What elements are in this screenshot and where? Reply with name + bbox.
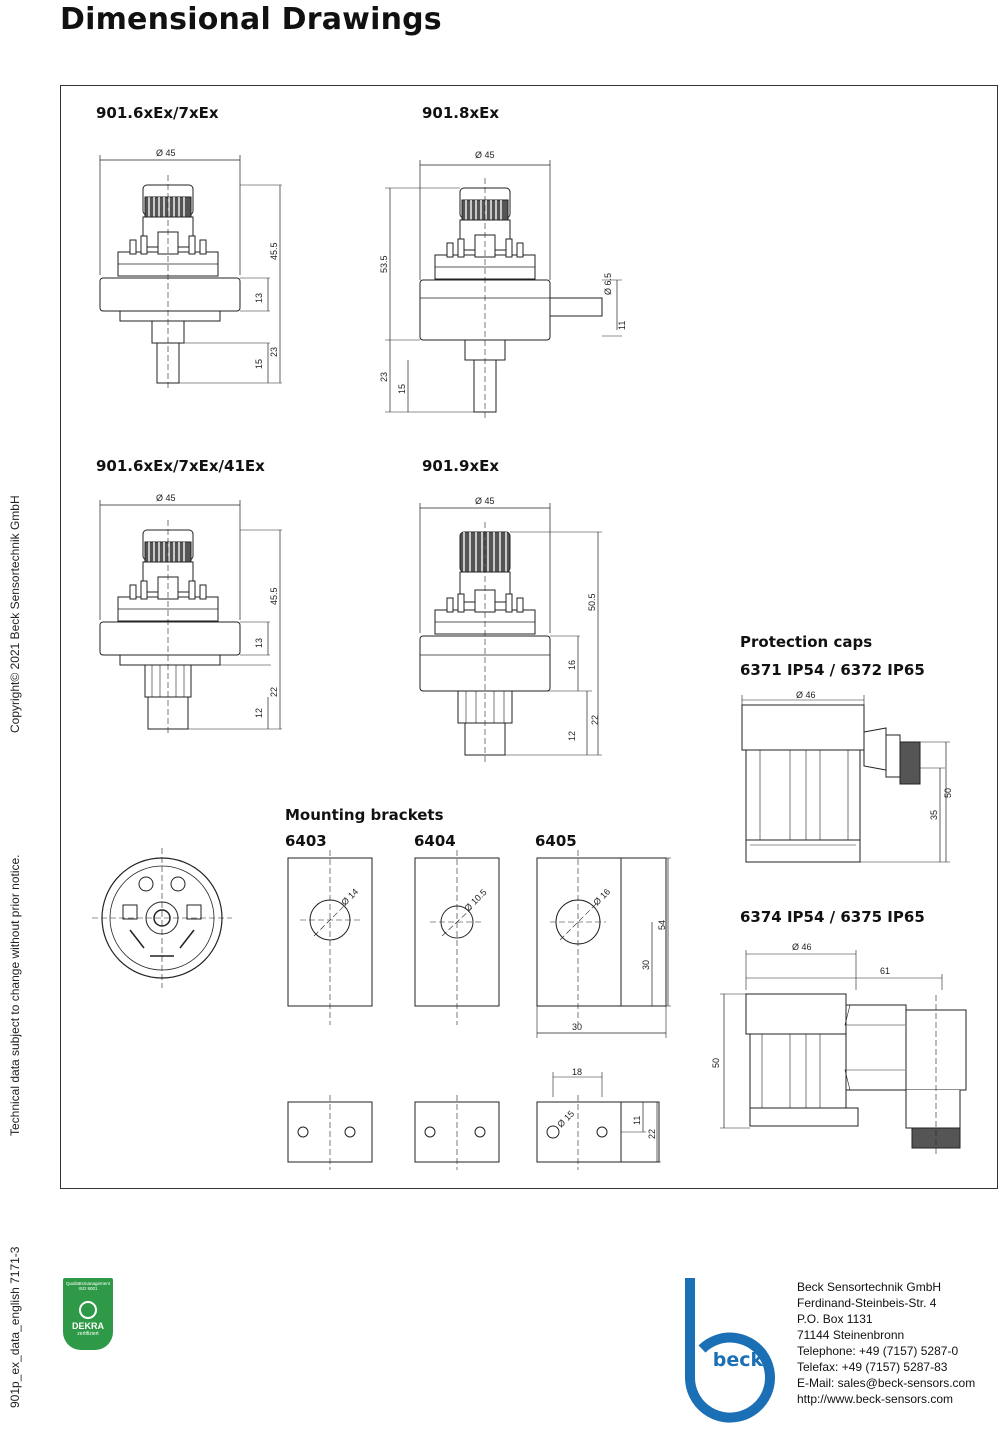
dim-455-a: 45.5 xyxy=(269,242,279,260)
model-label-901-9: 901.9xEx xyxy=(422,457,500,475)
cert-line1: Qualitätsmanagement xyxy=(65,1281,111,1286)
dim-455-c: 45.5 xyxy=(269,587,279,605)
bracket-6405-drawing xyxy=(536,850,671,1170)
dim-505-d: 50.5 xyxy=(587,593,597,611)
drawing-901-6 xyxy=(99,155,282,390)
dim-d45-c: Ø 45 xyxy=(156,493,176,503)
bracket-label-6405: 6405 xyxy=(535,832,577,850)
protection-caps-title: Protection caps xyxy=(740,633,873,651)
dim-d46-a: Ø 46 xyxy=(796,690,816,700)
cert-brand: DEKRA xyxy=(71,1321,104,1331)
model-label-901-8: 901.8xEx xyxy=(422,104,500,122)
dim-11-b: 11 xyxy=(617,321,627,330)
dim-18: 18 xyxy=(572,1067,582,1077)
drawing-901-41 xyxy=(99,500,282,735)
dim-d45-a: Ø 45 xyxy=(156,148,176,158)
dim-23-b: 23 xyxy=(379,372,389,382)
dim-22-e: 22 xyxy=(647,1129,657,1139)
dim-22-d: 22 xyxy=(590,715,600,725)
beck-logo-text: beck xyxy=(713,1349,764,1371)
page-title: Dimensional Drawings xyxy=(60,2,442,37)
dim-15-a: 15 xyxy=(254,359,264,369)
bracket-6403-drawing xyxy=(287,850,373,1170)
dim-50-b: 50 xyxy=(711,1058,721,1068)
dim-13-a: 13 xyxy=(254,293,264,303)
dim-d45-d: Ø 45 xyxy=(475,496,495,506)
cap-label-6371: 6371 IP54 / 6372 IP65 xyxy=(740,661,925,679)
dekra-cert-mark: Qualitätsmanagement ISO 9001 DEKRA zerti… xyxy=(63,1278,113,1350)
address-web[interactable]: http://www.beck-sensors.com xyxy=(797,1392,954,1406)
drawing-frame xyxy=(60,85,998,1189)
company-address: Beck Sensortechnik GmbH Ferdinand-Steinb… xyxy=(797,1279,975,1407)
dim-15-b: 15 xyxy=(397,384,407,394)
dim-d65-b: Ø 6.5 xyxy=(603,273,613,295)
address-street: Ferdinand-Steinbeis-Str. 4 xyxy=(797,1296,937,1310)
dekra-logo-icon xyxy=(79,1301,97,1319)
address-city: 71144 Steinenbronn xyxy=(797,1328,905,1342)
dim-12-c: 12 xyxy=(254,708,264,718)
dim-22-c: 22 xyxy=(269,687,279,697)
address-pobox: P.O. Box 1131 xyxy=(797,1312,873,1326)
drawing-901-9 xyxy=(419,503,602,762)
cap-6371-drawing xyxy=(741,695,950,863)
cert-line3: zertifiziert xyxy=(77,1331,99,1337)
dim-535-b: 53.5 xyxy=(379,255,389,273)
bottom-view-drawing xyxy=(92,848,232,988)
bracket-6404-drawing xyxy=(414,850,500,1170)
dim-35: 35 xyxy=(929,810,939,820)
mounting-brackets-title: Mounting brackets xyxy=(285,806,444,824)
dim-d45-b: Ø 45 xyxy=(475,150,495,160)
beck-logo: beck xyxy=(685,1278,775,1423)
model-label-901-41: 901.6xEx/7xEx/41Ex xyxy=(96,457,265,475)
dim-50-a: 50 xyxy=(943,788,953,798)
cert-line2: ISO 9001 xyxy=(78,1286,98,1291)
cap-6374-drawing xyxy=(720,950,967,1155)
drawing-901-8 xyxy=(385,160,622,418)
dim-13-c: 13 xyxy=(254,638,264,648)
dim-d46-b: Ø 46 xyxy=(792,942,812,952)
dim-12-d: 12 xyxy=(567,731,577,741)
bracket-label-6404: 6404 xyxy=(414,832,456,850)
address-fax: Telefax: +49 (7157) 5287-83 xyxy=(797,1360,948,1374)
cap-label-6374: 6374 IP54 / 6375 IP65 xyxy=(740,908,925,926)
dim-30-h: 30 xyxy=(572,1022,582,1032)
dim-11-e: 11 xyxy=(632,1116,642,1125)
dim-61: 61 xyxy=(880,966,890,976)
model-label-901-6: 901.6xEx/7xEx xyxy=(96,104,219,122)
dim-30-v: 30 xyxy=(641,960,651,970)
bracket-label-6403: 6403 xyxy=(285,832,327,850)
address-company: Beck Sensortechnik GmbH xyxy=(797,1280,942,1294)
dim-16-d: 16 xyxy=(567,660,577,670)
dim-23-a: 23 xyxy=(269,347,279,357)
dim-54: 54 xyxy=(657,920,667,930)
address-phone: Telephone: +49 (7157) 5287-0 xyxy=(797,1344,959,1358)
address-email[interactable]: E-Mail: sales@beck-sensors.com xyxy=(797,1376,976,1390)
